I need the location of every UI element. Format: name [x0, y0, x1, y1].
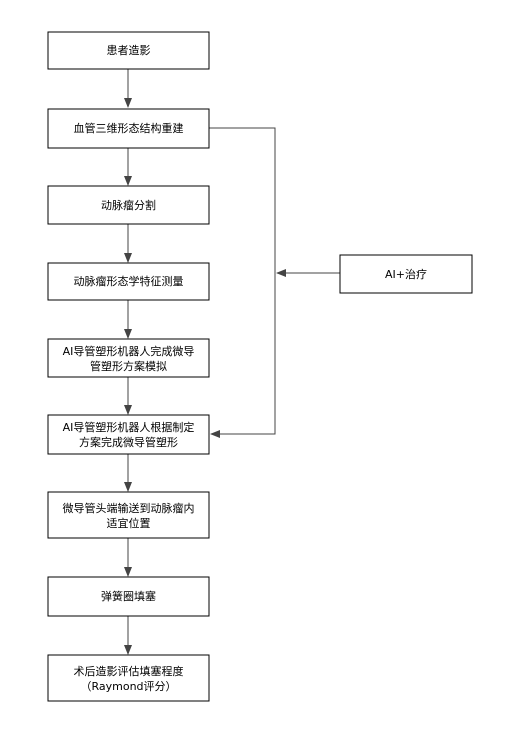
label-catheter-shaping-line2: 方案完成微导管塑形	[79, 435, 178, 449]
label-catheter-delivery-line1: 微导管头端输送到动脉瘤内	[63, 501, 195, 515]
box-3d-reconstruction	[47, 108, 210, 149]
label-catheter-delivery-line2: 适宜位置	[107, 516, 151, 530]
box-catheter-shaping	[47, 414, 210, 455]
label-patient-imaging: 患者造影	[107, 43, 151, 57]
connectors	[124, 69, 340, 655]
box-morphology-measurement	[47, 262, 210, 301]
box-aneurysm-segmentation	[47, 185, 210, 225]
box-shaping-simulation	[47, 338, 210, 378]
label-aneurysm-segmentation: 动脉瘤分割	[101, 198, 156, 212]
box-ai-therapy	[339, 254, 473, 294]
label-postop-evaluation-line2: （Raymond评分）	[80, 680, 176, 693]
label-3d-reconstruction: 血管三维形态结构重建	[74, 121, 184, 135]
nodes	[47, 31, 473, 702]
label-catheter-shaping-line1: AI导管塑形机器人根据制定	[63, 420, 195, 434]
label-morphology-measurement: 动脉瘤形态学特征测量	[74, 274, 184, 288]
label-ai-therapy: AI+治疗	[385, 267, 427, 281]
loop-reconstruction-to-shaping	[209, 127, 276, 438]
label-coil-embolization: 弹簧圈填塞	[101, 589, 156, 603]
label-shaping-simulation-line1: AI导管塑形机器人完成微导	[63, 344, 195, 358]
label-shaping-simulation-line2: 管塑形方案模拟	[90, 359, 167, 373]
box-catheter-delivery	[47, 491, 210, 539]
box-coil-embolization	[47, 576, 210, 617]
box-postop-evaluation	[47, 654, 210, 702]
labels: 患者造影 血管三维形态结构重建 动脉瘤分割 动脉瘤形态学特征测量 AI导管塑形机…	[63, 43, 428, 693]
label-postop-evaluation-line1: 术后造影评估填塞程度	[74, 664, 184, 678]
box-patient-imaging	[47, 31, 210, 70]
